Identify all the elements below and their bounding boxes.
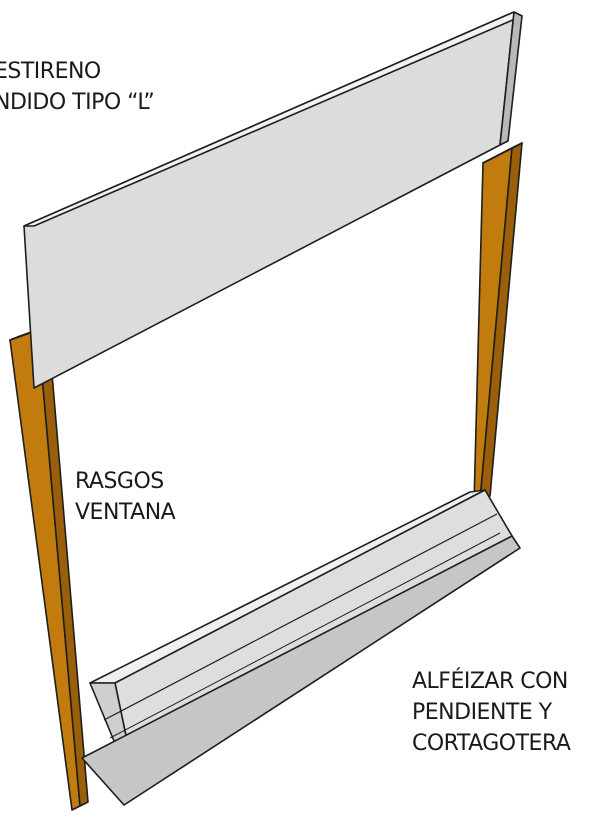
lintel-label-line-1: ESTIRENO <box>0 59 101 84</box>
sill-label-line-1: ALFÉIZAR CON <box>412 669 568 694</box>
left-jamb <box>9 325 89 811</box>
lintel-label-line-2: NDIDO TIPO “L” <box>0 90 155 115</box>
sill-front <box>81 535 521 806</box>
jambs-label: RASGOS VENTANA <box>75 466 176 528</box>
jambs-label-line-2: VENTANA <box>75 500 176 525</box>
right-jamb-top <box>482 142 523 164</box>
lintel-label: ESTIRENO NDIDO TIPO “L” <box>0 56 155 118</box>
sill-label-line-2: PENDIENTE Y <box>412 700 552 725</box>
right-jamb <box>473 142 523 505</box>
lintel-side <box>499 11 523 146</box>
sill-slope-line <box>109 532 501 739</box>
window-sill <box>81 489 521 806</box>
sill-label-line-3: CORTAGOTERA <box>412 731 571 756</box>
sill-label: ALFÉIZAR CON PENDIENTE Y CORTAGOTERA <box>412 666 571 759</box>
jambs-label-line-1: RASGOS <box>75 469 164 494</box>
lintel-panel <box>23 11 523 389</box>
sill-drip-groove <box>103 513 498 721</box>
